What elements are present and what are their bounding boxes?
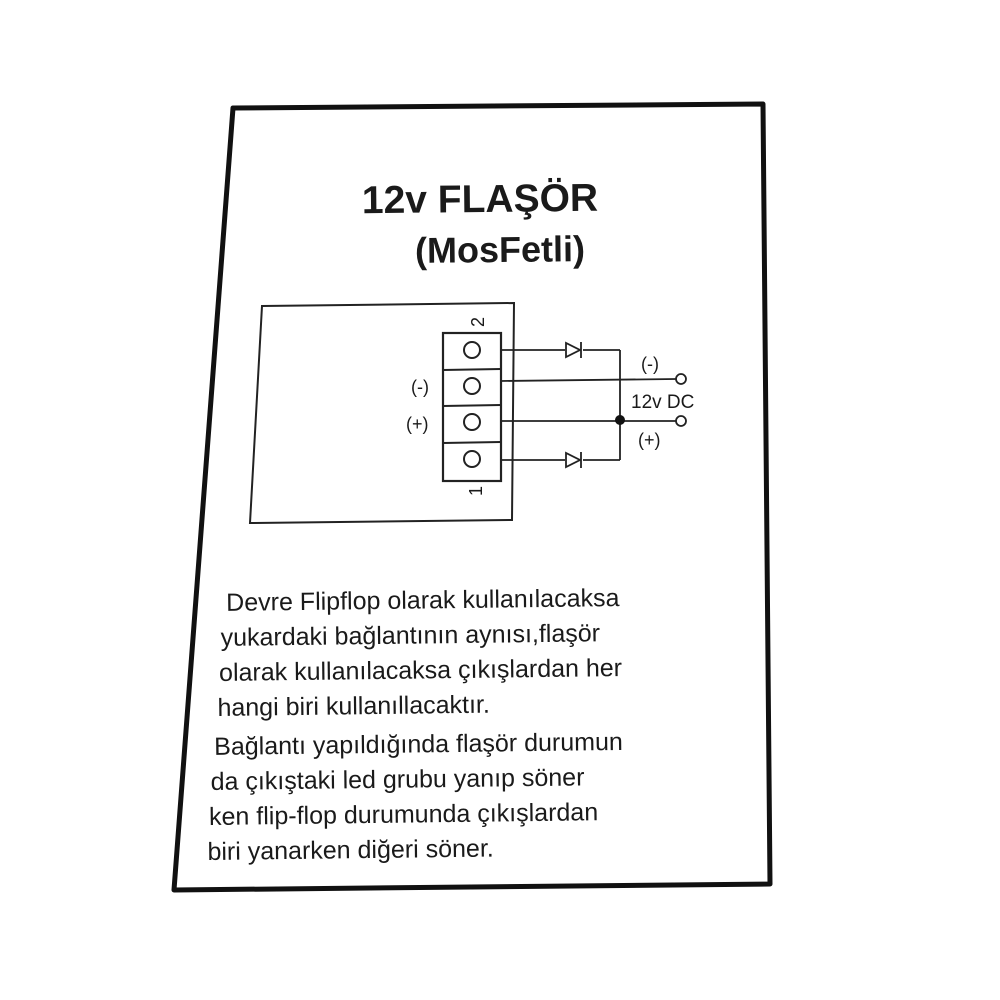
terminal-screw-icon: [463, 341, 481, 359]
diode-icon: [565, 451, 583, 469]
label-positive-left: (+): [406, 414, 429, 434]
instruction-paragraph-2: Bağlantı yapıldığında flaşör durumun da …: [206, 723, 748, 870]
label-supply-voltage: 12v DC: [631, 392, 694, 413]
paragraph-line: hangi biri kullanıllacaktır.: [217, 690, 491, 722]
supply-terminal-positive-icon: [675, 415, 687, 427]
instruction-paragraph-1: Devre Flipflop olarak kullanılacaksa yuk…: [214, 579, 756, 726]
pin-number-top: 2: [468, 317, 488, 327]
paragraph-line: biri yanarken diğeri söner.: [207, 834, 494, 866]
pin-number-bottom: 1: [466, 486, 486, 496]
label-negative-right: (-): [641, 354, 659, 374]
label-negative-left: (-): [411, 377, 429, 397]
terminal-block: [441, 331, 503, 483]
terminal-screw-icon: [463, 377, 481, 395]
junction-dot-icon: [615, 415, 625, 425]
label-positive-right: (+): [638, 430, 661, 450]
terminal-screw-icon: [463, 450, 481, 468]
supply-terminal-negative-icon: [675, 373, 687, 385]
circuit-board: [248, 301, 516, 525]
diode-icon: [565, 341, 583, 359]
terminal-screw-icon: [463, 413, 481, 431]
